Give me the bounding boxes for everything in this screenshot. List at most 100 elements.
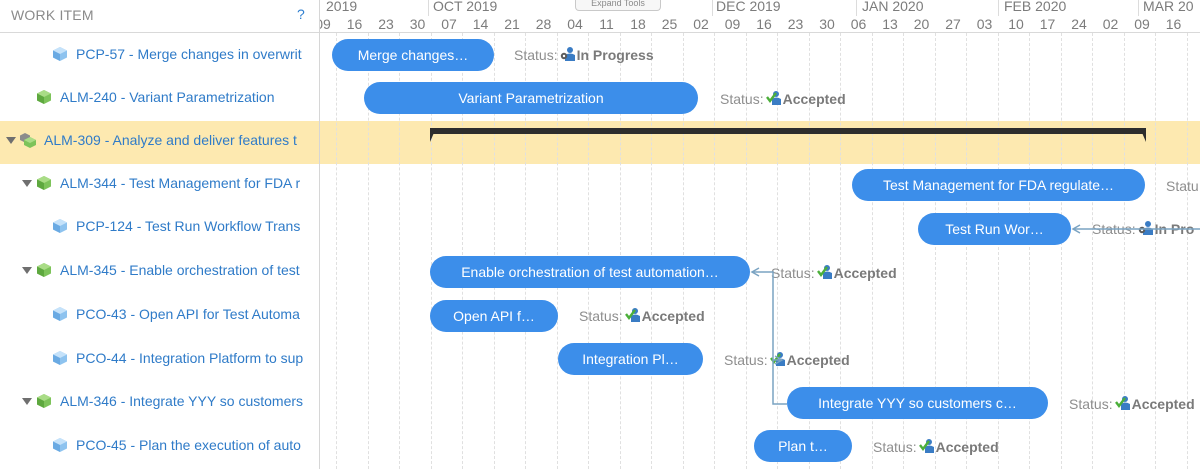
week-gridline bbox=[430, 33, 432, 469]
tree-row[interactable]: ALM-309 - Analyze and deliver features t bbox=[0, 120, 319, 163]
expand-tools-button[interactable]: Expand Tools bbox=[575, 0, 661, 11]
work-item-header: WORK ITEM ? bbox=[0, 0, 319, 33]
work-item-link[interactable]: PCO-45 - Plan the execution of auto bbox=[76, 437, 301, 453]
tree-row[interactable]: ALM-346 - Integrate YYY so customers bbox=[0, 381, 319, 424]
status-label: Status: bbox=[724, 352, 768, 368]
tree-row[interactable]: ALM-345 - Enable orchestration of test bbox=[0, 250, 319, 293]
timeline-header: 2019 OCT 2019 DEC 2019 JAN 2020 FEB 2020… bbox=[320, 0, 1200, 33]
collapse-triangle-icon[interactable] bbox=[22, 180, 32, 187]
tree-row[interactable]: PCO-43 - Open API for Test Automa bbox=[0, 294, 319, 337]
month-label: 2019 bbox=[326, 0, 358, 14]
work-item-link[interactable]: PCO-43 - Open API for Test Automa bbox=[76, 306, 300, 322]
week-gridline bbox=[777, 33, 778, 469]
week-gridline bbox=[1060, 33, 1062, 469]
gantt-bar[interactable]: Test Management for FDA regulate… bbox=[852, 169, 1145, 201]
work-item-link[interactable]: ALM-344 - Test Management for FDA r bbox=[60, 175, 301, 191]
person-check-icon bbox=[769, 352, 785, 366]
day-label: 10 bbox=[1008, 16, 1024, 32]
gantt-bar[interactable]: Plan t… bbox=[754, 430, 852, 462]
week-gridline bbox=[556, 33, 558, 469]
status-indicator: Status:Accepted bbox=[720, 91, 846, 107]
tree-row[interactable]: PCO-45 - Plan the execution of auto bbox=[0, 425, 319, 468]
status-value: Accepted bbox=[641, 308, 705, 324]
day-label: 03 bbox=[976, 16, 993, 32]
person-gear-icon bbox=[1138, 221, 1153, 235]
work-item-link[interactable]: ALM-309 - Analyze and deliver features t bbox=[44, 132, 297, 148]
cube-green-icon bbox=[37, 176, 51, 190]
week-gridline bbox=[966, 33, 967, 469]
day-label: 02 bbox=[1102, 16, 1119, 32]
status-indicator: Status: Accepted bbox=[1069, 396, 1195, 412]
status-value: In Pro bbox=[1154, 221, 1195, 237]
cube-green-icon bbox=[37, 394, 51, 408]
collapse-triangle-icon[interactable] bbox=[22, 267, 32, 274]
day-label: 20 bbox=[913, 16, 930, 32]
status-value: In Progress bbox=[576, 47, 654, 63]
gantt-bar[interactable]: Integration Pl… bbox=[558, 343, 703, 375]
status-indicator: Status: In Pro bbox=[1092, 221, 1194, 237]
status-indicator: Status: Accepted bbox=[579, 308, 705, 324]
day-label: 18 bbox=[630, 16, 646, 32]
person-gear-icon bbox=[560, 47, 575, 61]
day-label: 27 bbox=[945, 16, 961, 32]
week-gridline bbox=[651, 33, 652, 469]
tree-row[interactable]: PCP-57 - Merge changes in overwrit bbox=[0, 34, 319, 77]
week-gridline bbox=[903, 33, 904, 469]
gantt-bar[interactable]: Variant Parametrization bbox=[364, 82, 698, 114]
summary-bar-end bbox=[1140, 128, 1146, 142]
gantt-bar[interactable]: Test Run Wor… bbox=[918, 213, 1071, 245]
day-label: 04 bbox=[567, 16, 583, 32]
gantt-bar[interactable]: Merge changes… bbox=[332, 39, 494, 71]
tree-row[interactable]: ALM-344 - Test Management for FDA r bbox=[0, 163, 319, 206]
cube-blue-icon bbox=[53, 351, 67, 365]
person-check-icon bbox=[918, 439, 934, 453]
work-item-link[interactable]: PCP-124 - Test Run Workflow Trans bbox=[76, 218, 301, 234]
cube-green-icon bbox=[37, 90, 51, 104]
tree-row[interactable]: ALM-240 - Variant Parametrization bbox=[0, 77, 319, 120]
collapse-triangle-icon[interactable] bbox=[22, 398, 32, 405]
week-gridline bbox=[493, 33, 495, 469]
status-indicator: Status:In Progress bbox=[514, 47, 654, 63]
week-gridline bbox=[1123, 33, 1125, 469]
work-item-link[interactable]: ALM-346 - Integrate YYY so customers bbox=[60, 393, 304, 409]
tree-row[interactable]: PCO-44 - Integration Platform to sup bbox=[0, 338, 319, 381]
day-label: 16 bbox=[346, 16, 363, 32]
gantt-bar[interactable]: Open API f… bbox=[430, 300, 558, 332]
cube-blue-icon bbox=[53, 307, 67, 321]
work-item-panel: WORK ITEM ? PCP-57 - Merge changes in ov… bbox=[0, 0, 320, 469]
cube-green-icon bbox=[37, 263, 51, 277]
day-label: 09 bbox=[320, 16, 331, 32]
week-gridline bbox=[871, 33, 873, 469]
day-label: 24 bbox=[1071, 16, 1087, 32]
week-gridline bbox=[525, 33, 526, 469]
week-gridline bbox=[714, 33, 715, 469]
week-gridline bbox=[934, 33, 936, 469]
gantt-bar[interactable]: Enable orchestration of test automation… bbox=[430, 256, 750, 288]
collapse-triangle-icon[interactable] bbox=[6, 137, 16, 144]
week-gridline bbox=[399, 33, 400, 469]
summary-bar[interactable] bbox=[430, 128, 1146, 134]
work-item-link[interactable]: PCO-44 - Integration Platform to sup bbox=[76, 350, 304, 366]
week-gridline bbox=[336, 33, 337, 469]
tree-row[interactable]: PCP-124 - Test Run Workflow Trans bbox=[0, 206, 319, 249]
cube-blue-icon bbox=[53, 438, 67, 452]
status-label: Status: bbox=[1069, 396, 1113, 412]
day-label: 23 bbox=[378, 16, 394, 32]
status-value: Accepted bbox=[1131, 396, 1195, 412]
week-gridline bbox=[367, 33, 369, 469]
work-item-link[interactable]: ALM-240 - Variant Parametrization bbox=[60, 89, 275, 105]
person-check-icon bbox=[765, 91, 781, 105]
day-label: 11 bbox=[599, 16, 614, 32]
status-indicator: Status:Accepted bbox=[771, 265, 897, 281]
work-item-column-title: WORK ITEM bbox=[11, 7, 94, 23]
gantt-bar[interactable]: Integrate YYY so customers c… bbox=[787, 387, 1048, 419]
week-gridline bbox=[682, 33, 684, 469]
status-label: Status: bbox=[579, 308, 623, 324]
help-icon[interactable]: ? bbox=[297, 6, 305, 22]
person-check-icon bbox=[816, 265, 832, 279]
work-item-link[interactable]: PCP-57 - Merge changes in overwrit bbox=[76, 46, 302, 62]
month-label: MAR 20 bbox=[1143, 0, 1194, 14]
status-label: Status: bbox=[1092, 221, 1136, 237]
day-label: 30 bbox=[409, 16, 426, 32]
work-item-link[interactable]: ALM-345 - Enable orchestration of test bbox=[60, 262, 300, 278]
